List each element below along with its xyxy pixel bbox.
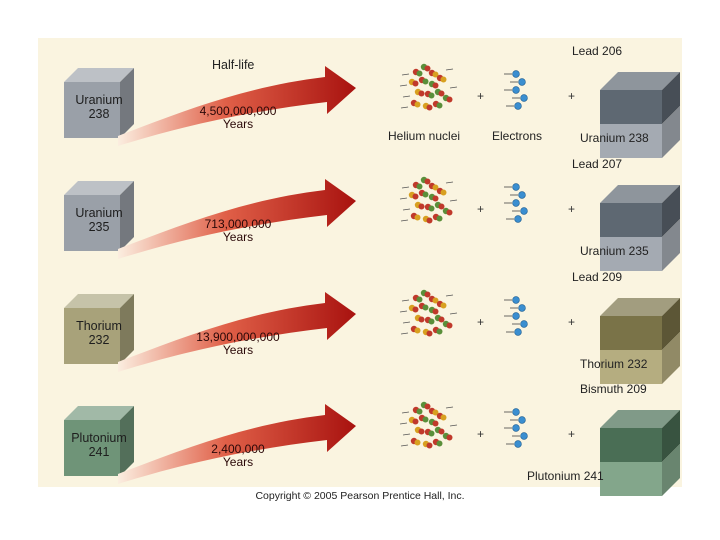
plus-sign: + (568, 89, 576, 103)
helium-nuclei-icon (399, 63, 458, 111)
half-life-arrow (118, 292, 356, 372)
parent-name: Plutonium (71, 431, 127, 445)
electrons-icon (504, 296, 528, 336)
half-life-arrow (118, 66, 356, 146)
plus-sign: + (477, 315, 485, 329)
product-bottom-label: Thorium 232 (580, 357, 648, 371)
product-bottom-label: Plutonium 241 (527, 469, 604, 483)
product-top-label: Lead 207 (572, 157, 623, 171)
half-life-value: 13,900,000,000 (196, 330, 280, 344)
plus-sign: + (477, 202, 485, 216)
plus-sign: + (477, 89, 485, 103)
electrons-icon (504, 408, 528, 448)
copyright-notice: Copyright © 2005 Pearson Prentice Hall, … (255, 490, 465, 502)
product-block (600, 298, 680, 384)
half-life-value: 4,500,000,000 (199, 104, 277, 118)
decay-row (64, 176, 680, 271)
half-life-value: 2,400,000 (211, 442, 265, 456)
electrons-label: Electrons (492, 129, 543, 143)
product-top-label: Bismuth 209 (580, 382, 647, 396)
product-bottom-label: Uranium 235 (580, 244, 649, 258)
plus-sign: + (477, 427, 485, 441)
decay-row (64, 401, 680, 496)
parent-cube (64, 294, 134, 364)
product-top-label: Lead 206 (572, 44, 623, 58)
parent-cube (64, 68, 134, 138)
product-block (600, 72, 680, 158)
parent-cube (64, 181, 134, 251)
half-life-value: 713,000,000 (204, 217, 272, 231)
half-life-unit: Years (222, 343, 254, 357)
plus-sign: + (568, 202, 576, 216)
parent-name: Thorium (76, 319, 122, 333)
half-life-header: Half-life (212, 58, 255, 72)
product-top-label: Lead 209 (572, 270, 623, 284)
parent-mass: 235 (88, 220, 110, 234)
decay-row (64, 63, 680, 158)
decay-row (64, 289, 680, 384)
product-block (600, 410, 680, 496)
parent-mass: 238 (88, 107, 110, 121)
product-block (600, 185, 680, 271)
parent-name: Uranium (75, 93, 123, 107)
half-life-arrow (118, 404, 356, 484)
parent-cube (64, 406, 134, 476)
half-life-unit: Years (222, 230, 254, 244)
half-life-unit: Years (222, 455, 254, 469)
electrons-icon (504, 183, 528, 223)
helium-nuclei-icon (399, 401, 458, 449)
parent-name: Uranium (75, 206, 123, 220)
parent-mass: 241 (88, 445, 110, 459)
helium-nuclei-icon (399, 176, 458, 224)
half-life-arrow (118, 179, 356, 259)
half-life-unit: Years (222, 117, 254, 131)
plus-sign: + (568, 315, 576, 329)
parent-mass: 232 (88, 333, 110, 347)
helium-nuclei-icon (399, 289, 458, 337)
electrons-icon (504, 70, 528, 110)
diagram-panel (38, 38, 682, 487)
plus-sign: + (568, 427, 576, 441)
helium-nuclei-label: Helium nuclei (388, 129, 461, 143)
product-bottom-label: Uranium 238 (580, 131, 649, 145)
